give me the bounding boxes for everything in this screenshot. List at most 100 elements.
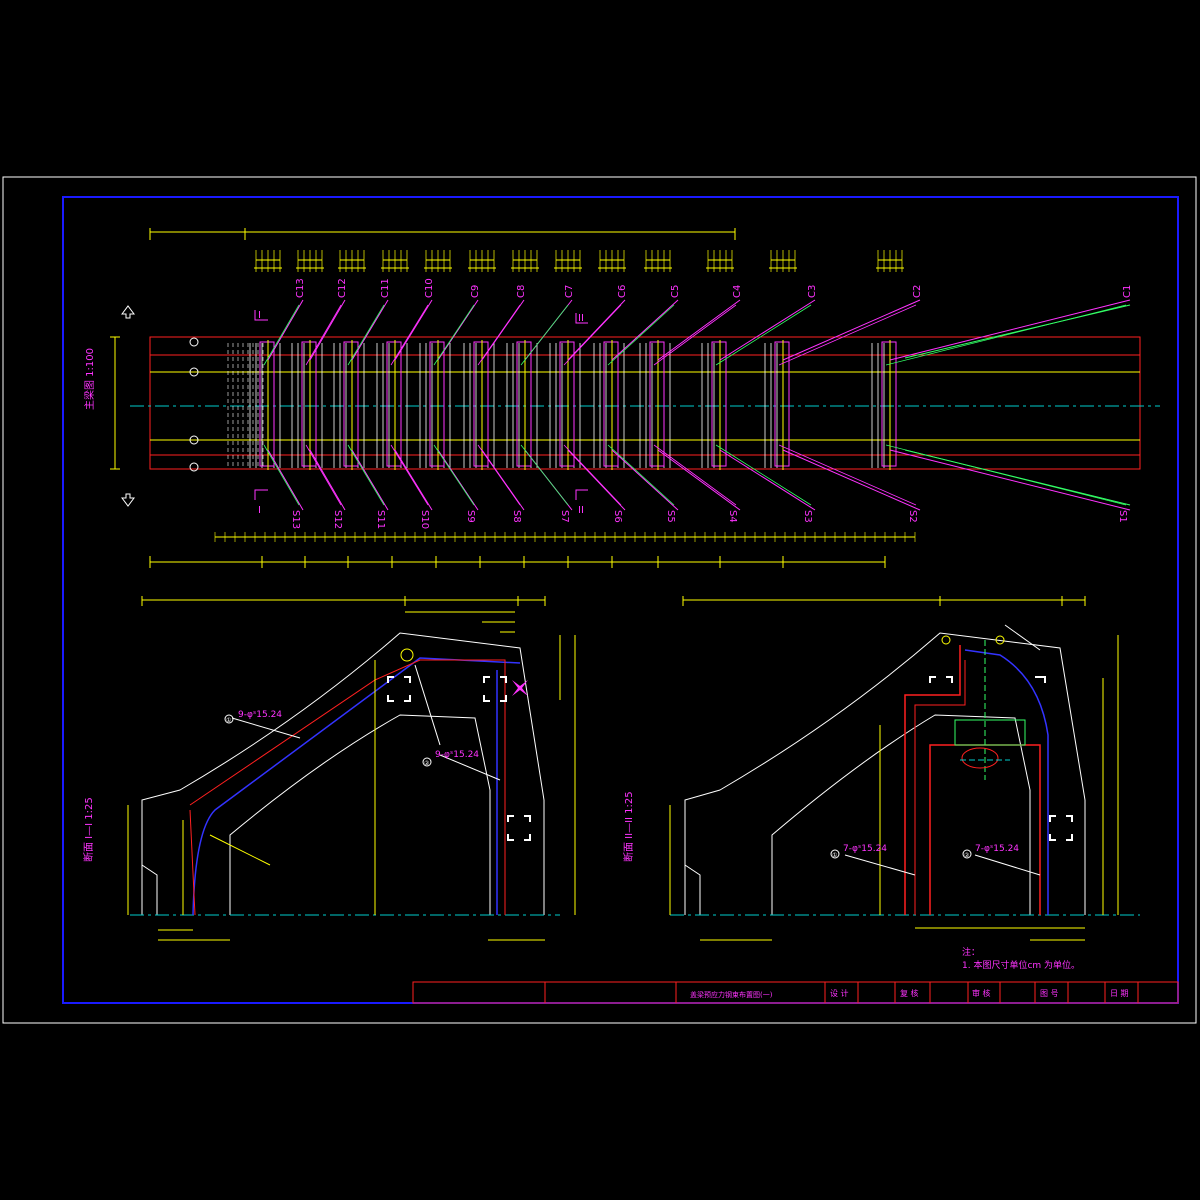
section-ii-outer-outline xyxy=(684,632,1086,915)
anchor-column xyxy=(549,340,581,470)
bottom-strand-label: S12 xyxy=(332,510,343,529)
section-ii-circle-1: ① xyxy=(832,852,837,859)
arrow-up-icon xyxy=(121,305,135,319)
bottom-strand-label: S13 xyxy=(290,510,301,529)
bottom-strand-label: S9 xyxy=(465,510,476,523)
anchor-column xyxy=(249,340,281,470)
bottom-dimension-ticks xyxy=(149,532,916,568)
bottom-strand-label: S4 xyxy=(727,510,738,523)
top-strand-label: C7 xyxy=(564,285,575,298)
top-strand-label: C3 xyxy=(807,285,818,298)
top-strand-label: C12 xyxy=(337,278,348,298)
section-i-strand-1 xyxy=(192,657,521,916)
section-i-outer-outline xyxy=(141,632,545,915)
section-mark-ii-top: II xyxy=(578,313,584,324)
bottom-strand-label: S6 xyxy=(612,510,623,523)
outer-frame xyxy=(2,176,1197,1024)
title-block-drawing-title: 盖梁预应力钢束布置图(一) xyxy=(690,990,773,999)
section-ii-duct xyxy=(961,747,999,769)
section-ii: ① 7-φˢ15.24 ② 7-φˢ15.24 断面 II—II 1:25 xyxy=(622,596,1140,941)
strand-top xyxy=(309,299,346,361)
plan-title: 主梁图 1:100 xyxy=(83,348,96,410)
bottom-strand-label: S11 xyxy=(375,510,386,529)
strand-bottom xyxy=(782,449,921,511)
title-block: 盖梁预应力钢束布置图(一) 设 计 复 核 审 核 图 号 日 期 xyxy=(412,981,1179,1004)
section-ii-strand-label-1: 7-φˢ15.24 xyxy=(843,844,887,854)
strand-bottom xyxy=(394,449,433,511)
top-strand-label: C2 xyxy=(912,285,923,298)
title-block-design: 设 计 xyxy=(830,988,849,998)
strand-top xyxy=(437,299,479,361)
top-strand-label: C10 xyxy=(424,278,435,298)
strand-bottom xyxy=(567,449,626,511)
strand-top xyxy=(351,299,389,361)
title-block-check: 复 核 xyxy=(900,988,919,998)
anchor-column xyxy=(639,340,671,470)
section-i-strand-label-2: 9-φˢ15.24 xyxy=(435,750,479,760)
section-mark-i-top: I xyxy=(258,310,261,321)
title-block-date: 日 期 xyxy=(1110,989,1129,998)
top-strand-label: C6 xyxy=(617,285,628,298)
strand-bottom xyxy=(889,449,1131,511)
top-strand-label: C4 xyxy=(732,285,743,298)
anchor-column xyxy=(419,340,451,470)
strand-top xyxy=(782,299,921,361)
anchor-column xyxy=(333,340,365,470)
section-ii-anchor-boxes xyxy=(929,676,1073,841)
section-mark-i-bottom: I xyxy=(258,505,261,516)
anchor-column xyxy=(764,340,790,470)
strand-bottom xyxy=(351,449,389,511)
section-ii-circle-2: ② xyxy=(964,852,970,859)
strand-bottom xyxy=(309,449,346,511)
bottom-strand-label: S7 xyxy=(559,510,570,523)
top-dimension-groups xyxy=(254,250,904,272)
anchor-star-icon xyxy=(512,680,528,696)
section-i: ① 9-φˢ15.24 ② 9-φˢ15.24 断面 I—I 1:25 xyxy=(82,596,576,941)
section-ii-title: 断面 II—II 1:25 xyxy=(622,791,635,862)
top-strand-label: C11 xyxy=(380,278,391,298)
strand-bottom xyxy=(437,449,479,511)
top-strand-label: C1 xyxy=(1122,285,1133,298)
anchor-column xyxy=(463,340,495,470)
beam-outline xyxy=(149,336,1141,470)
anchor-column xyxy=(291,340,323,470)
strand-top xyxy=(657,299,741,361)
bottom-strand-label: S10 xyxy=(419,510,430,529)
strand-bottom xyxy=(611,449,679,511)
anchor-column xyxy=(701,340,727,470)
section-i-title: 断面 I—I 1:25 xyxy=(82,797,95,862)
plan-strands xyxy=(263,299,1131,511)
anchor-column xyxy=(593,340,625,470)
anchor-column xyxy=(871,340,897,470)
strand-bottom xyxy=(657,449,741,511)
title-block-drawing-no: 图 号 xyxy=(1040,989,1059,998)
notes-heading: 注： xyxy=(962,946,980,958)
title-block-review: 审 核 xyxy=(972,988,991,998)
anchor-columns xyxy=(227,340,897,470)
top-strand-label: C5 xyxy=(670,285,681,298)
strand-top xyxy=(611,299,679,361)
strand-bottom xyxy=(481,449,525,511)
strand-bottom xyxy=(267,449,304,511)
strand-top xyxy=(567,299,626,361)
section-i-circle-1: ① xyxy=(226,717,231,724)
anchor-column xyxy=(376,340,408,470)
strand-top xyxy=(889,299,1131,361)
bottom-strand-label: S1 xyxy=(1117,510,1128,523)
bottom-strand-label: S3 xyxy=(802,510,813,523)
strand-top xyxy=(719,299,816,361)
bottom-strand-label: S2 xyxy=(907,510,918,523)
section-mark-ii-bottom: II xyxy=(578,505,584,516)
section-i-circle-2: ② xyxy=(424,760,430,767)
anchor-column xyxy=(506,340,538,470)
arrow-down-icon xyxy=(121,493,135,507)
section-ii-strand-label-2: 7-φˢ15.24 xyxy=(975,844,1019,854)
strand-top xyxy=(394,299,433,361)
strand-top xyxy=(267,299,304,361)
top-strand-label: C9 xyxy=(470,285,481,298)
strand-bottom xyxy=(719,449,816,511)
